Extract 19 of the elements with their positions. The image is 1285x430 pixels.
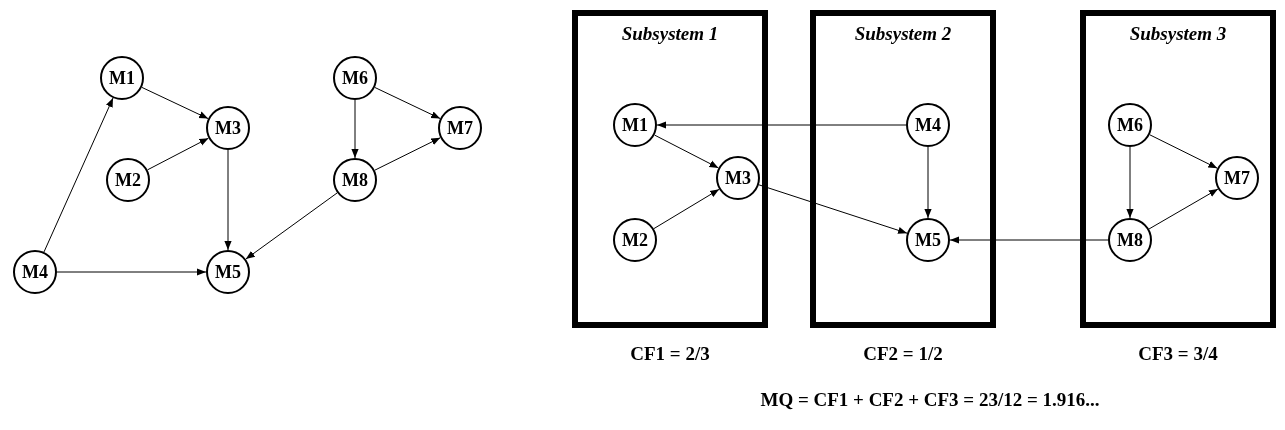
arrow bbox=[949, 236, 1109, 244]
arrow bbox=[351, 99, 359, 159]
cohesion-formula: CF1 = 2/3 bbox=[630, 342, 710, 366]
subsystem-title: Subsystem 3 bbox=[1128, 22, 1228, 46]
subsystem-title: Subsystem 1 bbox=[620, 22, 720, 46]
arrow bbox=[653, 188, 720, 230]
arrow bbox=[56, 268, 207, 276]
subsystem-box bbox=[572, 10, 768, 328]
formula-text: MQ = CF1 + CF2 + CF3 = 23/12 = 1.916... bbox=[760, 387, 1100, 412]
subsystem-box bbox=[1080, 10, 1276, 328]
arrow bbox=[656, 121, 907, 129]
arrow bbox=[1126, 146, 1134, 219]
cohesion-formula: CF3 = 3/4 bbox=[1138, 342, 1218, 366]
arrow bbox=[224, 149, 232, 251]
subsystem-box bbox=[810, 10, 996, 328]
subsystem-title: Subsystem 2 bbox=[853, 22, 953, 46]
cohesion-formula: CF2 = 1/2 bbox=[863, 342, 943, 366]
arrow bbox=[924, 146, 932, 219]
arrow bbox=[245, 192, 338, 260]
